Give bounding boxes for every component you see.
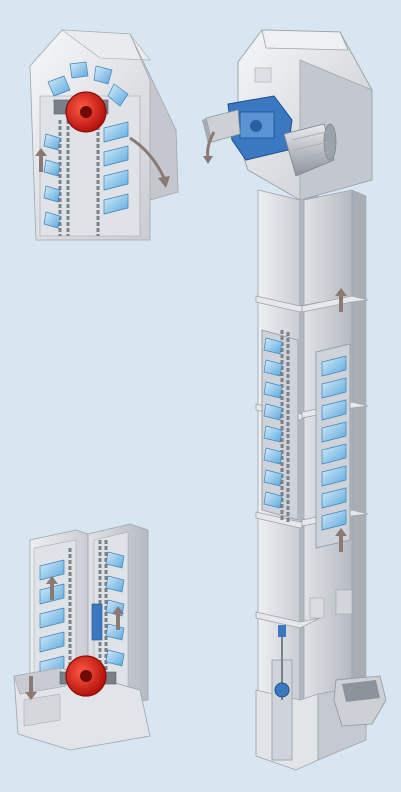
arrow-up-icon — [335, 528, 347, 552]
arrow-up-icon — [335, 288, 347, 312]
arrow-up-icon — [46, 576, 58, 600]
boot-pulley — [274, 682, 290, 698]
curved-arrow-icon — [129, 136, 170, 188]
inspection-panel — [309, 597, 325, 619]
boot-section-detail — [13, 523, 151, 751]
elevator-boot — [255, 625, 367, 771]
main-elevator — [202, 29, 387, 771]
inspection-panel — [335, 589, 353, 615]
arrow-up-icon — [35, 148, 47, 172]
inlet-hopper — [333, 675, 387, 727]
arrow-down-icon — [25, 676, 37, 700]
elevator-head — [237, 29, 373, 201]
drive-unit — [227, 95, 293, 161]
ascending-buckets — [321, 355, 347, 531]
head-buckets — [43, 61, 129, 229]
curved-arrow-icon — [203, 131, 216, 164]
descending-buckets — [263, 337, 283, 509]
head-section-detail — [29, 29, 179, 241]
electric-motor — [283, 123, 337, 177]
arrow-up-icon — [112, 606, 124, 630]
